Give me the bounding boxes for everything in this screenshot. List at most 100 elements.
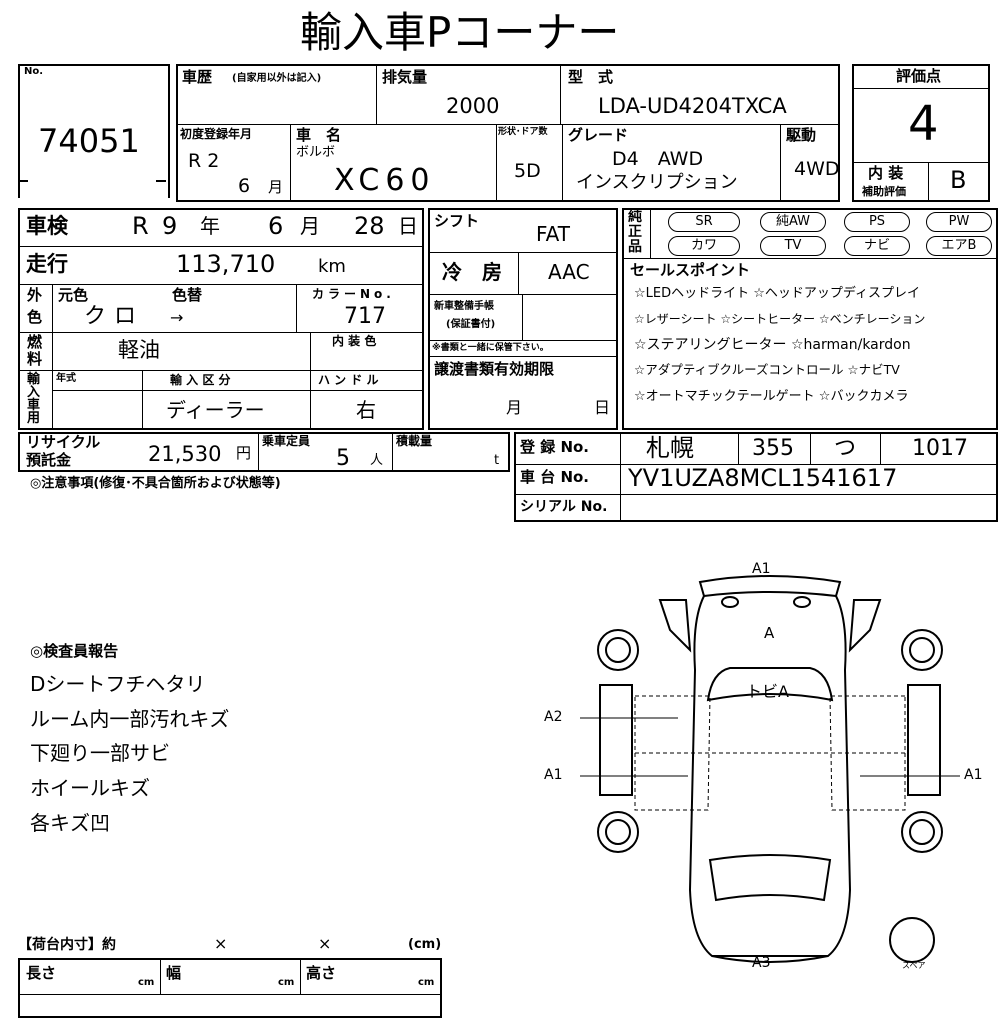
chassis-value: YV1UZA8MCL1541617 [628, 464, 898, 492]
car-maker: ボルボ [296, 145, 336, 160]
cargo-unit: (cm) [408, 937, 442, 952]
lot-no-label: No. [24, 66, 44, 77]
diagram-a2-left: A2 [544, 709, 563, 725]
cargo-cm: cm [278, 977, 295, 988]
sales-point-line: ☆ステアリングヒーター ☆harman/kardon [634, 337, 911, 353]
option-ps: PS [844, 212, 910, 232]
load-unit: t [494, 453, 500, 468]
option-genuine-aw: 純AW [760, 212, 826, 232]
diagram-a-hood: A [764, 624, 775, 642]
color-code-value: 717 [344, 304, 386, 329]
interior-label-1: 内 装 [868, 164, 904, 182]
transfer-label: 譲渡書類有効期限 [434, 360, 555, 378]
orig-color-value: クロ [84, 304, 145, 329]
first-reg-label: 初度登録年月 [180, 127, 253, 141]
diagram-spare: スペア [902, 961, 926, 970]
fuel-label-1: 燃 [27, 333, 43, 351]
diagram-tobi: トビA [746, 682, 789, 701]
import-class-label: 輸 入 区 分 [170, 373, 231, 387]
sales-point-line: ☆LEDヘッドライト ☆ヘッドアップディスプレイ [634, 286, 920, 301]
displacement-value: 2000 [446, 94, 500, 118]
mileage-label: 走行 [26, 252, 68, 276]
diagram-a1-left: A1 [544, 767, 563, 783]
option-tv: TV [760, 236, 826, 256]
shift-value: FAT [536, 222, 571, 246]
inspection-year: 9 [162, 212, 178, 240]
car-name-label: 車 名 [296, 126, 342, 144]
inspection-label: 車検 [26, 214, 68, 238]
notes-label: ◎注意事項(修復･不具合箇所および状態等) [30, 476, 281, 491]
first-reg-era: R 2 [188, 150, 220, 172]
mileage-value: 113,710 [176, 250, 276, 278]
registration-city: 札幌 [646, 434, 694, 462]
new-car-docs-label-1: 新車整備手帳 [434, 301, 494, 312]
history-sub: (自家用以外は記入) [232, 73, 322, 84]
ext-color-label-1: 外 [27, 286, 43, 304]
import-class-value: ディーラー [166, 398, 265, 422]
shift-label: シフト [434, 212, 480, 230]
cargo-height-label: 高さ [306, 964, 337, 982]
recycle-unit: 円 [236, 444, 252, 462]
drive-value: 4WD [794, 158, 840, 180]
model-type-label: 型 式 [568, 68, 614, 86]
model-type-value: LDA-UD4204TXCA [598, 94, 787, 118]
inspector-label: ◎検査員報告 [30, 642, 119, 660]
repaint-label: 色替 [172, 286, 203, 304]
option-navi: ナビ [844, 236, 910, 256]
inspector-line: ルーム内一部汚れキズ [30, 707, 230, 731]
rating-label: 評価点 [896, 67, 942, 85]
mileage-unit: km [318, 256, 346, 277]
cargo-box [18, 958, 442, 1018]
ext-color-label-2: 色 [27, 308, 43, 326]
rating-value: 4 [908, 96, 939, 152]
new-car-docs-label-2: (保証書付) [446, 319, 496, 330]
page-title: 輸入車Pコーナー [300, 8, 620, 57]
doors-label: 形状･ドア数 [498, 127, 548, 137]
import-label: 輸入車用 [27, 372, 41, 426]
cargo-x1: × [214, 934, 228, 953]
option-airbag: エアB [926, 236, 992, 256]
load-label: 積載量 [396, 434, 433, 448]
car-damage-diagram [580, 575, 960, 963]
grade-label: グレード [568, 126, 629, 144]
sales-points-label: セールスポイント [630, 261, 751, 279]
inspection-month-unit: 月 [300, 214, 320, 238]
shift-box [428, 208, 618, 430]
doors-value: 5D [514, 160, 541, 182]
rating-box [852, 64, 990, 202]
fuel-label-2: 料 [27, 350, 43, 368]
transfer-day-unit: 日 [594, 398, 611, 417]
registration-kana: つ [834, 436, 857, 461]
cargo-x2: × [318, 934, 332, 953]
displacement-label: 排気量 [382, 68, 428, 86]
diagram-a1-top: A1 [752, 561, 771, 577]
cargo-label: 【荷台内寸】約 [18, 937, 116, 953]
cargo-cm: cm [418, 977, 435, 988]
aircon-value: AAC [548, 260, 590, 284]
drive-label: 駆動 [786, 126, 817, 144]
inspector-line: ホイールキズ [30, 776, 150, 800]
recycle-label-1: リサイクル [26, 433, 101, 451]
diagram-a3-bottom: A3 [752, 955, 771, 971]
genuine-label: 純正品 [628, 209, 642, 255]
recycle-value: 21,530 [148, 442, 222, 466]
sales-point-line: ☆アダプティブクルーズコントロール ☆ナビTV [634, 362, 900, 377]
orig-color-label: 元色 [58, 286, 89, 304]
recycle-label-2: 預託金 [26, 451, 72, 469]
inspection-day-unit: 日 [398, 214, 418, 238]
sales-point-line: ☆レザーシート ☆シートヒーター ☆ベンチレーション [634, 312, 926, 326]
interior-color-label: 内 装 色 [332, 334, 377, 348]
spec-table [18, 208, 424, 430]
registration-box [514, 432, 998, 522]
handle-label: ハ ン ド ル [318, 373, 379, 387]
grade-line1: D4 AWD [612, 148, 704, 170]
handle-value: 右 [356, 398, 376, 422]
inspector-line: Dシートフチヘタリ [30, 672, 206, 696]
recycle-box [18, 432, 510, 472]
interior-value: B [950, 166, 967, 194]
inspector-line: 各キズ凹 [30, 811, 110, 835]
transfer-month-unit: 月 [506, 398, 523, 417]
option-leather: カワ [668, 236, 740, 256]
capacity-value: 5 [336, 446, 350, 471]
chassis-label: 車 台 No. [520, 468, 590, 486]
